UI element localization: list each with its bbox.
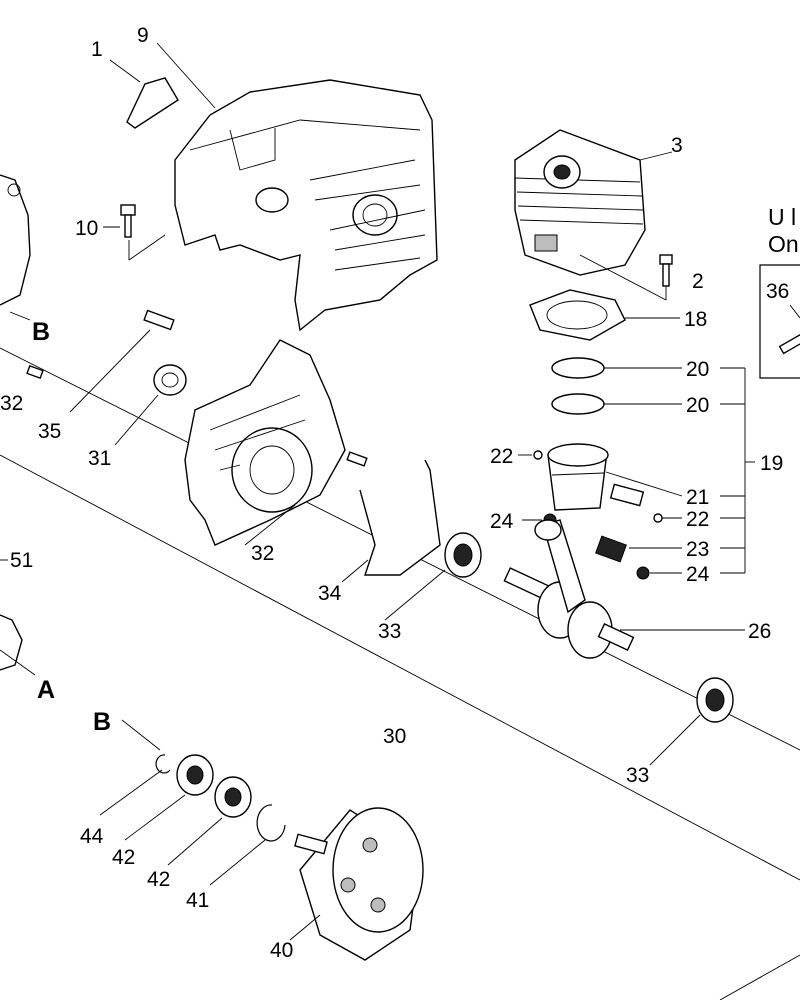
callout-41: 41 bbox=[186, 889, 209, 912]
callout-31: 31 bbox=[88, 447, 111, 470]
reference-letters: B B A bbox=[32, 318, 111, 736]
part-1-filter bbox=[109, 59, 179, 129]
callout-10: 10 bbox=[75, 217, 98, 240]
callout-24-a: 24 bbox=[490, 510, 514, 533]
callout-30: 30 bbox=[383, 725, 406, 748]
callout-33-a: 33 bbox=[378, 620, 401, 643]
ref-b-top: B bbox=[32, 318, 50, 346]
part-34-gasket bbox=[341, 459, 441, 583]
callout-20-a: 20 bbox=[686, 358, 709, 381]
part-32-crankcase bbox=[26, 339, 368, 546]
part-26-crankshaft bbox=[503, 519, 745, 659]
callout-42-a: 42 bbox=[112, 846, 135, 869]
callout-35: 35 bbox=[38, 420, 61, 443]
callout-19: 19 bbox=[760, 452, 783, 475]
callout-18: 18 bbox=[684, 308, 707, 331]
callout-labels: 1 9 3 10 2 18 36 20 20 19 22 21 22 24 23… bbox=[0, 24, 789, 962]
part-3-cylinder bbox=[514, 129, 673, 276]
piston-assembly bbox=[518, 443, 683, 580]
callout-34: 34 bbox=[318, 582, 342, 605]
ref-b-bottom: B bbox=[93, 708, 111, 736]
note-line-1: U l bbox=[768, 204, 796, 230]
bracket-19 bbox=[720, 367, 755, 574]
callout-3: 3 bbox=[671, 134, 683, 157]
callout-36: 36 bbox=[766, 280, 789, 303]
callout-2: 2 bbox=[692, 270, 704, 293]
part-20-rings bbox=[551, 357, 682, 415]
part-31-seal bbox=[114, 364, 187, 446]
callout-32-a: 32 bbox=[0, 392, 23, 415]
callout-21: 21 bbox=[686, 486, 709, 509]
ref-a: A bbox=[37, 676, 55, 704]
callout-22-b: 22 bbox=[686, 508, 709, 531]
part-9-cover bbox=[156, 42, 438, 332]
callout-33-b: 33 bbox=[626, 764, 649, 787]
callout-23: 23 bbox=[686, 538, 709, 561]
part-18-gasket bbox=[529, 289, 680, 341]
note-line-2: On bbox=[768, 231, 799, 257]
note-text: U l On bbox=[768, 204, 799, 257]
callout-24-b: 24 bbox=[686, 563, 710, 586]
part-35-pin bbox=[69, 309, 175, 413]
part-33-bearings bbox=[384, 532, 734, 766]
callout-22-a: 22 bbox=[490, 445, 513, 468]
callout-51: 51 bbox=[10, 549, 33, 572]
callout-1: 1 bbox=[91, 38, 103, 61]
clutch-bearing-parts bbox=[99, 719, 286, 886]
inset-box-36 bbox=[759, 264, 800, 379]
part-2-screw bbox=[579, 254, 673, 301]
callout-40: 40 bbox=[270, 939, 293, 962]
part-40-clutch-drum bbox=[289, 807, 424, 961]
callout-42-b: 42 bbox=[147, 868, 170, 891]
part-10-screw bbox=[103, 204, 166, 261]
callout-9: 9 bbox=[137, 24, 149, 47]
callout-20-b: 20 bbox=[686, 394, 709, 417]
callout-26: 26 bbox=[748, 620, 771, 643]
callout-32-b: 32 bbox=[251, 542, 274, 565]
callout-44: 44 bbox=[80, 825, 104, 848]
left-edge-parts bbox=[0, 174, 36, 676]
